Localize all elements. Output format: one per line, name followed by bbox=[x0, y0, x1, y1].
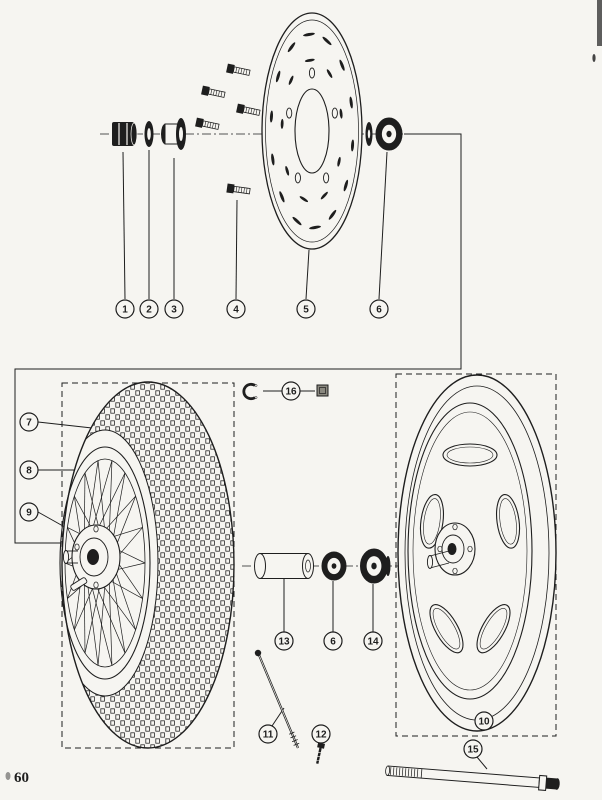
cast-wheel bbox=[397, 374, 557, 732]
seal-flange bbox=[385, 556, 391, 576]
circlip bbox=[242, 382, 258, 401]
connector-line bbox=[14, 133, 462, 544]
callout-15-label: 15 bbox=[467, 745, 479, 756]
callout-12-label: 12 bbox=[315, 730, 327, 741]
axle-nut bbox=[112, 122, 138, 146]
brake-hub bbox=[62, 524, 121, 591]
callout-2-label: 2 bbox=[146, 305, 152, 316]
retainer-block bbox=[316, 384, 329, 397]
callout-6: 6 bbox=[369, 299, 389, 319]
callout-4: 4 bbox=[226, 299, 246, 319]
callout-9: 9 bbox=[19, 502, 39, 522]
mounting-bolts bbox=[195, 63, 261, 195]
hub-seal bbox=[360, 548, 388, 584]
callout-16: 16 bbox=[281, 381, 301, 401]
callout-6b: 6 bbox=[323, 631, 343, 651]
disc-slots bbox=[269, 32, 355, 230]
wheel-bearing-top bbox=[375, 117, 403, 151]
callout-11: 11 bbox=[258, 724, 278, 744]
wheel-bearing-mid bbox=[321, 551, 347, 581]
tire bbox=[61, 381, 235, 749]
scan-artifacts bbox=[5, 0, 602, 780]
cast-cutouts bbox=[419, 443, 521, 654]
spoked-wheel bbox=[59, 381, 235, 749]
callout-5-label: 5 bbox=[303, 305, 309, 316]
callout-5: 5 bbox=[296, 299, 316, 319]
callout-6-label: 6 bbox=[376, 305, 382, 316]
callout-14-label: 14 bbox=[367, 637, 379, 648]
callout-4-label: 4 bbox=[233, 305, 239, 316]
callout-3: 3 bbox=[164, 299, 184, 319]
page-number: 60 bbox=[14, 770, 29, 786]
callout-13: 13 bbox=[274, 631, 294, 651]
callout-10: 10 bbox=[474, 711, 494, 731]
callouts: 1 2 3 4 5 6 7 8 bbox=[19, 299, 494, 759]
callout-7: 7 bbox=[19, 412, 39, 432]
callout-6b-label: 6 bbox=[330, 637, 336, 648]
callout-13-label: 13 bbox=[278, 637, 290, 648]
rod-tool bbox=[254, 649, 300, 749]
spacer-collar bbox=[161, 118, 186, 150]
callout-12: 12 bbox=[311, 724, 331, 744]
washer bbox=[144, 121, 154, 147]
callout-14: 14 bbox=[363, 631, 383, 651]
axle-threads bbox=[389, 767, 419, 778]
front-axle bbox=[385, 765, 560, 791]
leader-lines bbox=[37, 150, 488, 770]
cast-hub bbox=[426, 522, 476, 576]
small-pin bbox=[316, 742, 326, 764]
callout-1-label: 1 bbox=[122, 305, 128, 316]
callout-9-label: 9 bbox=[26, 508, 32, 519]
callout-3-label: 3 bbox=[171, 305, 177, 316]
brake-disc bbox=[261, 12, 363, 250]
callout-8-label: 8 bbox=[26, 466, 32, 477]
top-assembly bbox=[112, 12, 403, 250]
callout-7-label: 7 bbox=[26, 418, 32, 429]
callout-15: 15 bbox=[463, 739, 483, 759]
callout-8: 8 bbox=[19, 460, 39, 480]
callout-11-label: 11 bbox=[263, 730, 274, 741]
spacer-tube bbox=[254, 553, 314, 579]
callout-16-label: 16 bbox=[285, 387, 297, 398]
callout-2: 2 bbox=[139, 299, 159, 319]
callout-10-label: 10 bbox=[478, 717, 490, 728]
callout-1: 1 bbox=[115, 299, 135, 319]
bearing-washer bbox=[365, 122, 373, 146]
